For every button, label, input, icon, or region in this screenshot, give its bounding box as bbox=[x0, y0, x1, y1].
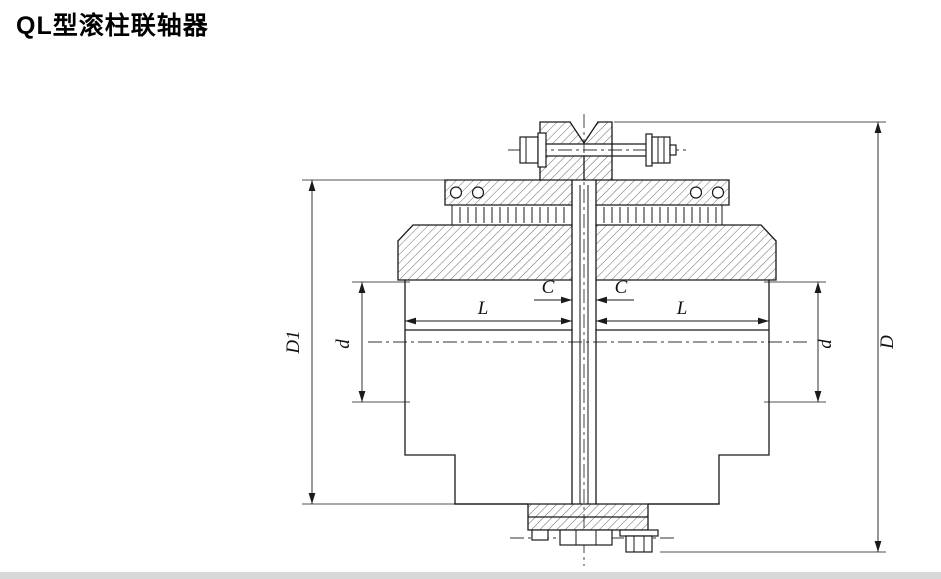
hub-right bbox=[595, 279, 770, 505]
dim-label-d-right: d bbox=[815, 339, 836, 349]
top-bolt-nut bbox=[651, 136, 671, 164]
top-bolt-shaft bbox=[545, 143, 647, 157]
drawing-title: QL型滚柱联轴器 bbox=[16, 12, 209, 40]
dim-label-d1: D1 bbox=[283, 330, 304, 354]
seal-ring-right-outer bbox=[711, 186, 725, 199]
bottom-bolt-nut bbox=[625, 535, 653, 553]
dimension-bore-left: d bbox=[333, 281, 410, 403]
bottom-flange-outline bbox=[454, 503, 720, 531]
hub-right-outline bbox=[595, 279, 770, 505]
dim-label-c-right: C bbox=[615, 277, 628, 298]
hub-face-lines bbox=[571, 179, 597, 505]
top-bolt-nut-facets bbox=[657, 137, 665, 163]
bottom-bolt-washer bbox=[619, 529, 659, 537]
top-bolt-assembly bbox=[519, 121, 677, 181]
dim-label-d-outer: D bbox=[877, 335, 898, 350]
top-bolt-head bbox=[519, 136, 539, 164]
roller-row-end-walls bbox=[451, 205, 723, 225]
top-bolt-washer-left bbox=[537, 132, 547, 168]
hub-left bbox=[404, 279, 573, 505]
flange-ring-right-hatch bbox=[596, 180, 729, 205]
outer-shell-right-hatch bbox=[596, 225, 776, 280]
dim-label-l-left: L bbox=[477, 298, 489, 319]
flange-ring-section bbox=[444, 179, 730, 206]
bottom-bolt-nut-facets bbox=[633, 536, 645, 552]
page-bottom-bar bbox=[0, 572, 941, 579]
rollers-left bbox=[459, 207, 565, 223]
top-bolt-washer-right bbox=[645, 133, 653, 167]
bottom-bolt-head-facets bbox=[575, 530, 597, 545]
dim-label-d-left: d bbox=[333, 339, 354, 349]
roller-row bbox=[451, 205, 723, 225]
dimension-hub-length-right: L bbox=[596, 298, 769, 325]
dimension-outer-diameter: D bbox=[614, 121, 898, 553]
seal-ring-left-outer bbox=[449, 186, 463, 199]
d-outer-extension-lines bbox=[614, 121, 886, 553]
dimension-gap-left: C bbox=[534, 277, 572, 304]
outer-shell-outline bbox=[397, 224, 777, 281]
dimension-bore-right: d bbox=[764, 281, 836, 403]
seal-ring-right-inner bbox=[689, 186, 703, 199]
dim-label-l-right: L bbox=[676, 298, 688, 319]
seal-ring-left-inner bbox=[471, 186, 485, 199]
outer-shell-section bbox=[397, 224, 777, 281]
section-hatch-fills bbox=[398, 122, 776, 530]
dimension-hub-length-left: L bbox=[405, 298, 572, 325]
dimension-gap-right: C bbox=[596, 277, 634, 304]
hub-left-outline bbox=[404, 279, 573, 505]
center-gap bbox=[571, 179, 597, 505]
flange-ring-outline bbox=[444, 179, 730, 206]
bottom-bolt-assembly bbox=[454, 503, 720, 553]
flange-ring-left-hatch bbox=[445, 180, 572, 205]
outer-shell-left-hatch bbox=[398, 225, 572, 280]
rollers-right bbox=[603, 207, 717, 223]
d1-extension-lines bbox=[302, 179, 455, 505]
bottom-bolt-head bbox=[559, 529, 613, 546]
dimension-flange-diameter: D1 bbox=[283, 179, 455, 505]
bottom-bolt-boss bbox=[531, 529, 549, 541]
center-disc-lines bbox=[579, 185, 589, 504]
top-bolt-tip bbox=[669, 144, 677, 156]
dim-label-c-left: C bbox=[542, 277, 555, 298]
